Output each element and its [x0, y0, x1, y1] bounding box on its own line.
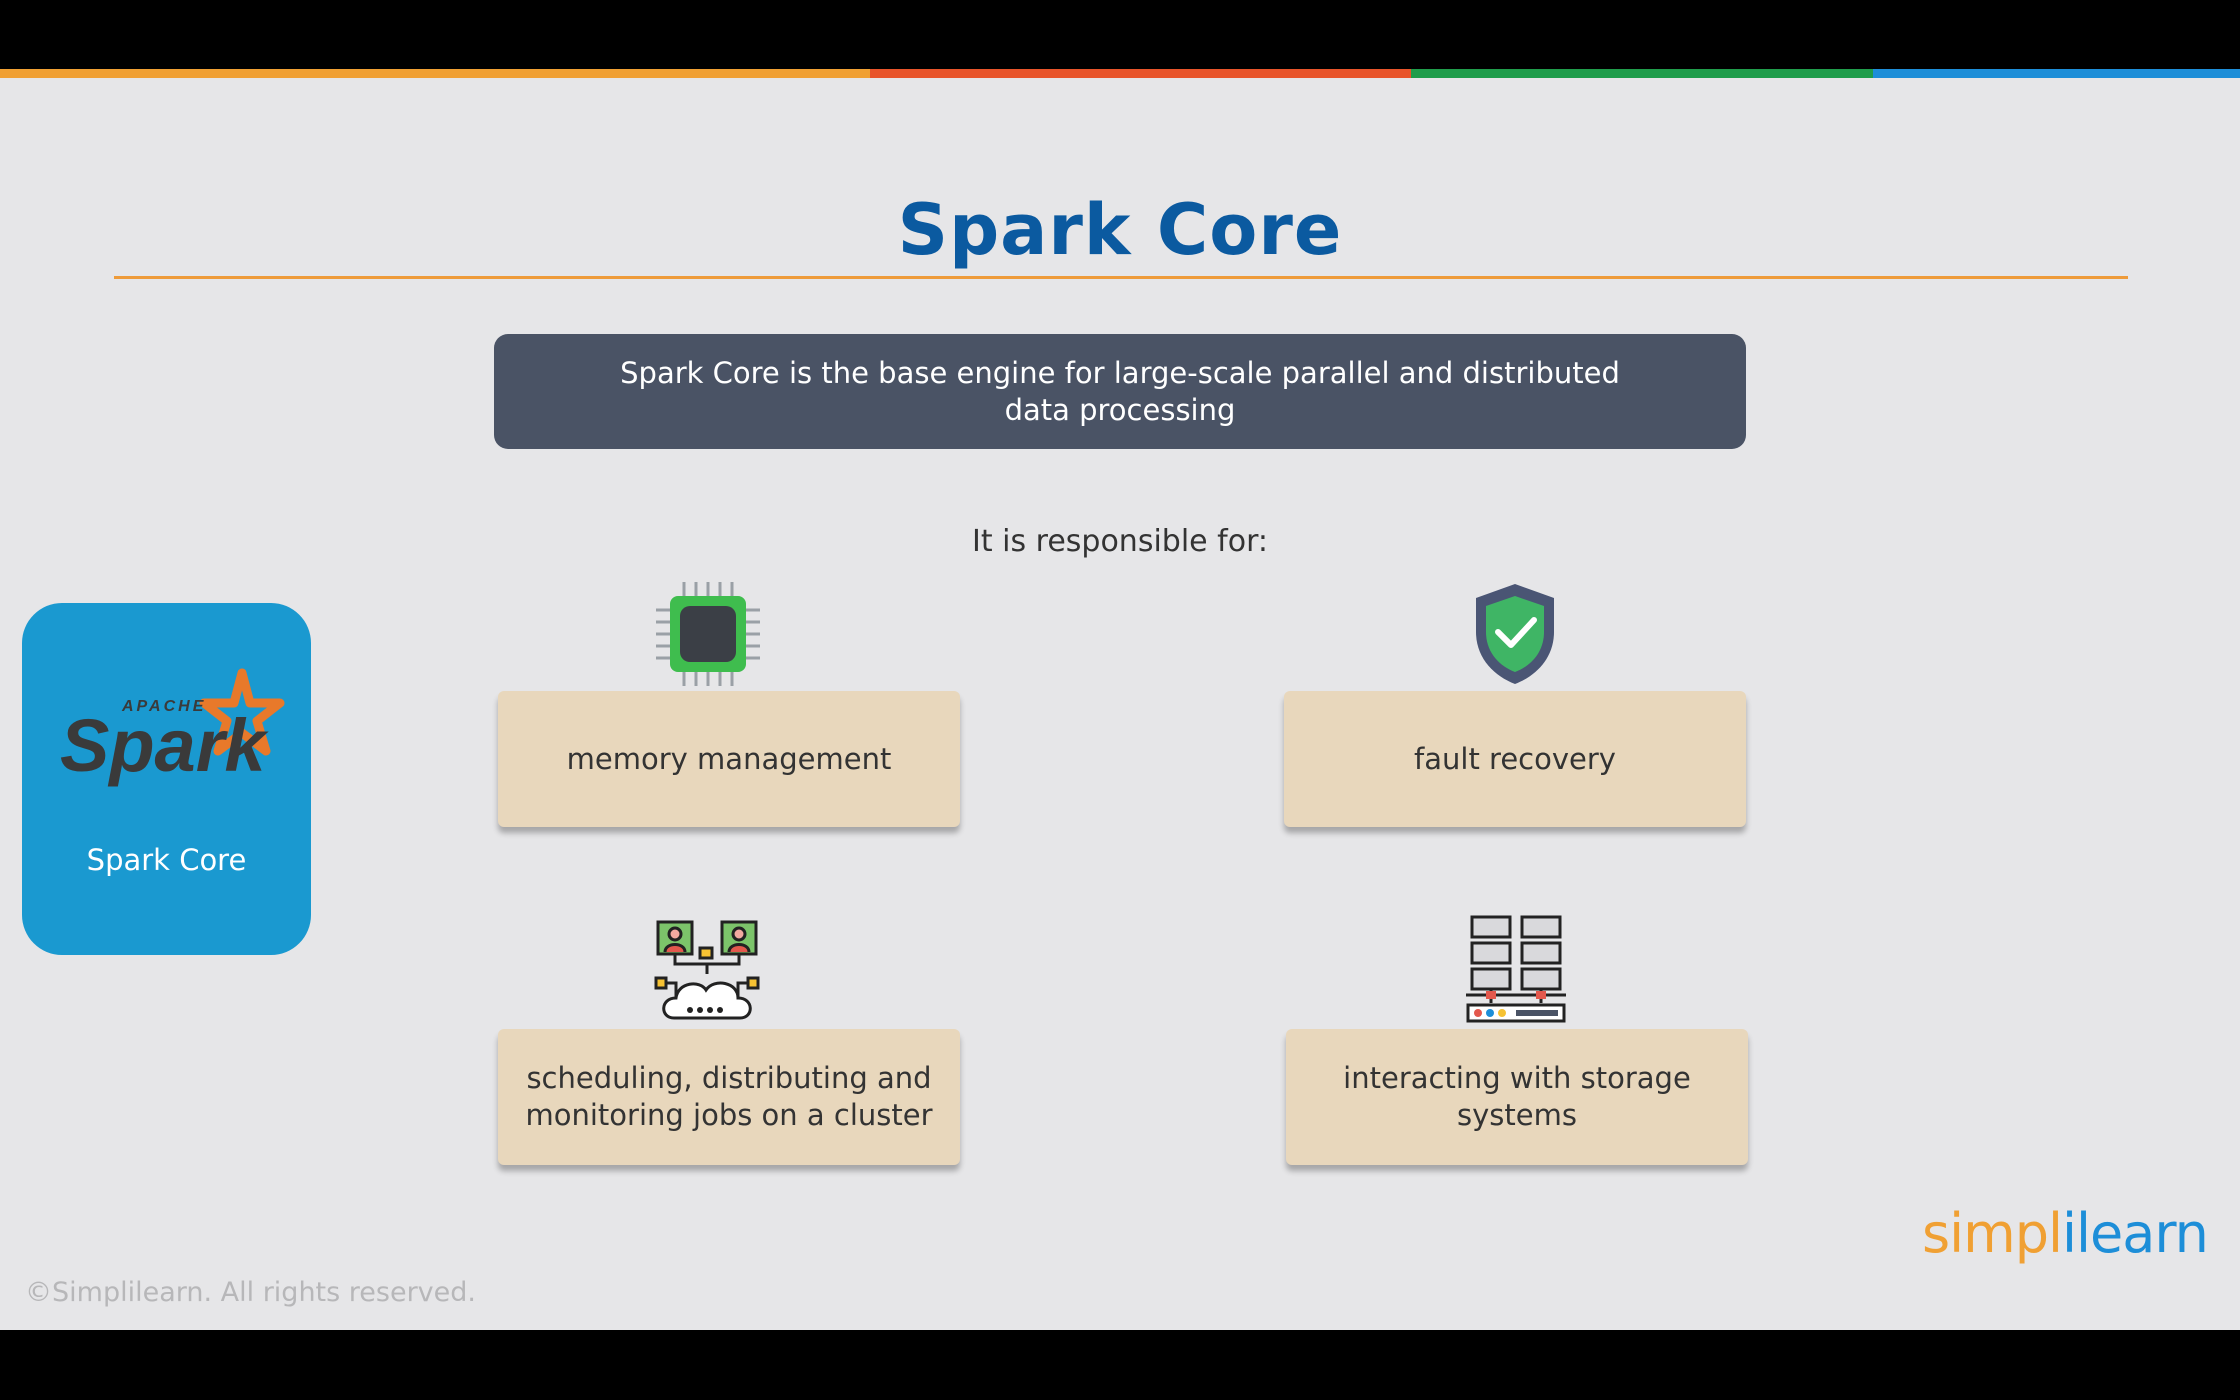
definition-text: Spark Core is the base engine for large-…: [620, 355, 1620, 427]
slide-title: Spark Core: [897, 189, 1343, 271]
responsibility-label: memory management: [566, 741, 892, 776]
responsibility-fault-recovery: fault recovery: [1284, 691, 1746, 827]
responsibility-label: fault recovery: [1414, 741, 1616, 776]
shield-check-icon: [1476, 584, 1554, 684]
spark-card-label: Spark Core: [86, 843, 247, 877]
logo-apache-text: APACHE: [121, 698, 206, 715]
cluster-network-icon: [654, 920, 760, 1020]
brand-part-3: learn: [2076, 1202, 2209, 1265]
logo-spark-text: Spark: [60, 704, 270, 787]
color-bar-orange: [0, 69, 870, 78]
apache-spark-logo-icon: APACHE Spark: [60, 668, 285, 787]
color-bar-green: [1411, 69, 1873, 78]
responsibility-scheduling: scheduling, distributing and monitoring …: [498, 1029, 960, 1165]
responsibility-storage: interacting with storage systems: [1286, 1029, 1748, 1165]
responsibilities-heading: It is responsible for:: [972, 524, 1268, 559]
brand-part-2: i: [2062, 1202, 2077, 1265]
spark-core-card: APACHE Spark Spark Core: [22, 603, 311, 955]
server-rack-icon: [1466, 915, 1566, 1023]
color-bar-blue: [1873, 69, 2240, 78]
chip-icon: [656, 582, 760, 686]
spark-star-shape: [199, 668, 285, 756]
responsibility-label: scheduling, distributing and monitoring …: [525, 1061, 933, 1132]
slide: Spark Core Spark Core is the base engine…: [0, 69, 2240, 1330]
brand-part-1: simpl: [1922, 1202, 2063, 1265]
simplilearn-logo: simplilearn: [1922, 1202, 2209, 1265]
title-divider: [114, 276, 2128, 279]
responsibility-memory-management: memory management: [498, 691, 960, 827]
top-color-bar: [0, 69, 2240, 78]
responsibility-label: interacting with storage systems: [1343, 1061, 1691, 1132]
copyright-text: ©Simplilearn. All rights reserved.: [25, 1277, 476, 1308]
color-bar-red: [870, 69, 1411, 78]
definition-box: Spark Core is the base engine for large-…: [494, 334, 1746, 449]
